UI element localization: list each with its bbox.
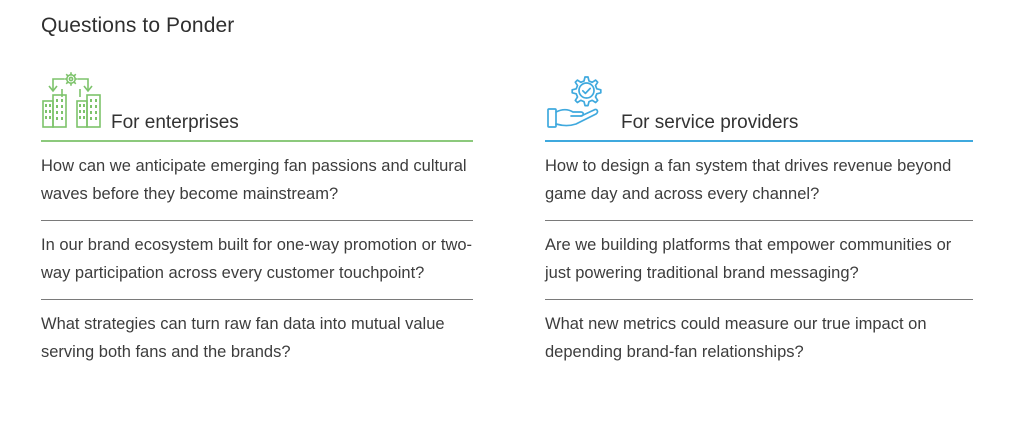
list-item: How can we anticipate emerging fan passi…: [41, 142, 473, 221]
list-item: How to design a fan system that drives r…: [545, 142, 973, 221]
enterprises-divider: [41, 140, 473, 142]
list-item: What strategies can turn raw fan data in…: [41, 315, 445, 361]
service-providers-header: For service providers: [545, 70, 973, 140]
enterprises-heading: For enterprises: [111, 112, 239, 133]
page-title: Questions to Ponder: [41, 14, 235, 37]
list-item: What new metrics could measure our true …: [545, 315, 927, 361]
list-item: Are we building platforms that empower c…: [545, 221, 973, 300]
enterprises-column: For enterprises How can we anticipate em…: [41, 70, 473, 378]
service-providers-divider: [545, 140, 973, 142]
hand-gear-check-icon: [545, 69, 609, 136]
service-providers-column: For service providers How to design a fa…: [545, 70, 973, 378]
buildings-gear-icon: [41, 69, 103, 136]
service-providers-question-list: How to design a fan system that drives r…: [545, 142, 973, 378]
enterprises-header: For enterprises: [41, 70, 473, 140]
list-item: In our brand ecosystem built for one-way…: [41, 221, 473, 300]
enterprises-question-list: How can we anticipate emerging fan passi…: [41, 142, 473, 378]
service-providers-heading: For service providers: [621, 112, 799, 133]
